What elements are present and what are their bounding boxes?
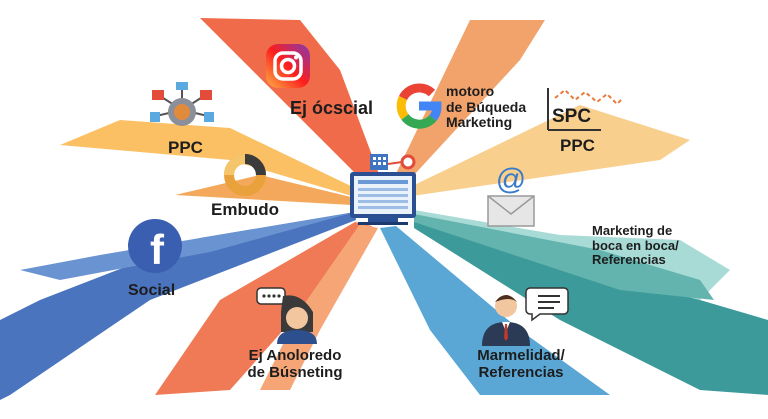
social-label: Social [128,282,176,299]
spc-label: PPC [560,136,595,155]
ppc-left-label: PPC [168,138,203,157]
spc-ray [408,105,690,196]
facebook-icon: f [127,218,183,274]
laptop-dashboard-icon [348,152,420,232]
network-hub-icon [150,82,214,138]
referral-label: Marketing de boca en boca/ Referencias [592,223,679,268]
teal-ray-light [414,214,714,300]
instagram-icon [264,42,312,90]
google-icon [395,82,443,130]
content-ray-thin [260,224,378,390]
embudo-ray [175,175,355,205]
content-ray [155,222,372,395]
spc-chart-icon [545,86,625,134]
at-symbol: @ [496,163,526,196]
donut-funnel-icon [222,152,268,198]
spc-badge: SPC [552,106,592,127]
businessman-speech-icon [480,286,572,346]
loyalty-label: Marmelidad/ Referencias [477,347,565,381]
woman-speech-icon [255,286,321,344]
google-ray [392,20,545,188]
ppc-ray [60,120,355,196]
social-ray-light [20,212,355,280]
google-label: motoro de Búqueda Marketing [446,83,527,131]
loyalty-ray [380,226,610,395]
instagram-ray [200,18,382,190]
facebook-letter: f [150,226,165,273]
instagram-label: Ej ócscial [290,98,374,118]
teal-ray [414,220,768,395]
email-envelope-icon: @ [484,162,538,228]
embudo-label: Embudo [211,200,279,219]
content-label: Ej Anoloredo de Búsneting [247,347,343,381]
